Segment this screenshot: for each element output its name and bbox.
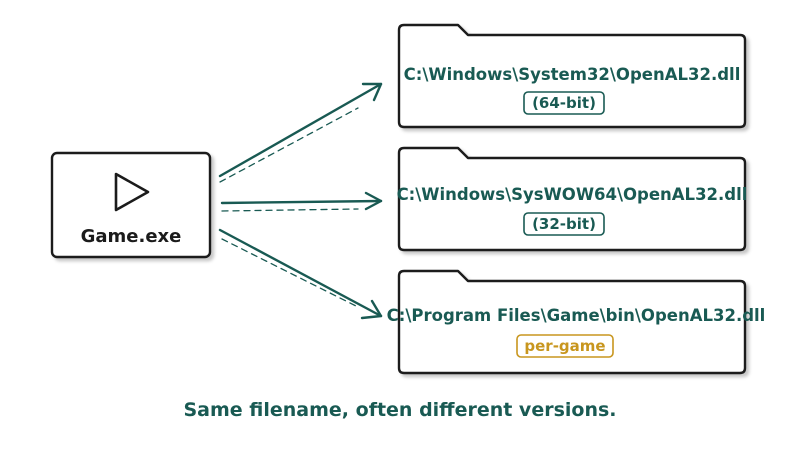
per-game-badge: per-game	[524, 337, 605, 355]
bitness-badge: (32-bit)	[532, 215, 596, 233]
folder-icon	[397, 23, 747, 129]
arrow-to-program-files	[218, 228, 383, 320]
game-exe-label: Game.exe	[81, 226, 182, 247]
folder-icon	[397, 269, 747, 375]
game-exe-box: Game.exe	[50, 151, 212, 259]
bitness-badge-frame	[523, 91, 605, 115]
folder-system32: C:\Windows\System32\OpenAL32.dll (64-bit…	[397, 23, 747, 129]
folder-program-files: C:\Program Files\Game\bin\OpenAL32.dll p…	[387, 269, 766, 375]
bitness-badge-frame	[523, 212, 605, 236]
connectors	[218, 82, 383, 320]
arrow-to-system32	[218, 82, 383, 183]
per-game-badge-frame	[516, 334, 614, 358]
arrow-to-syswow64	[220, 191, 383, 212]
folder-path-label: C:\Windows\System32\OpenAL32.dll	[404, 65, 741, 84]
folder-path-label: C:\Windows\SysWOW64\OpenAL32.dll	[397, 185, 748, 204]
bitness-badge: (64-bit)	[532, 94, 596, 112]
folder-syswow64: C:\Windows\SysWOW64\OpenAL32.dll (32-bit…	[397, 146, 748, 252]
folder-path-label: C:\Program Files\Game\bin\OpenAL32.dll	[387, 306, 766, 325]
caption: Same filename, often different versions.	[183, 399, 617, 421]
folder-icon	[397, 146, 747, 252]
play-icon	[114, 172, 150, 212]
